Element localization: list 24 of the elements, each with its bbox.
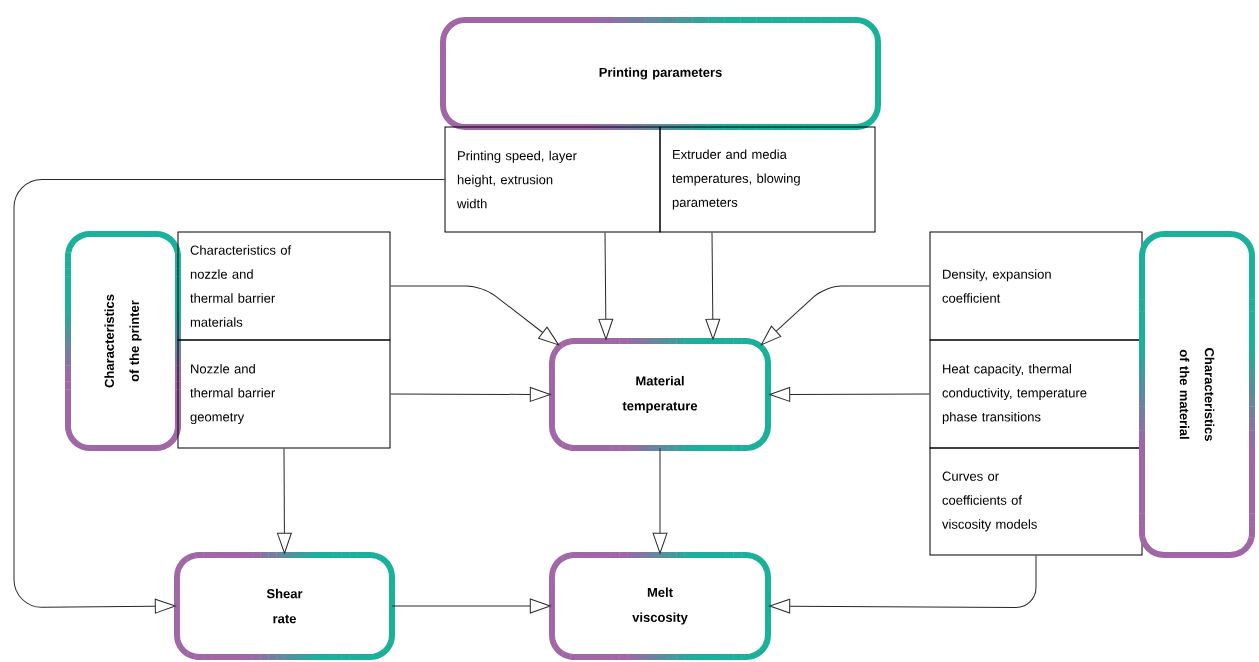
arrow: [652, 447, 668, 554]
factor-cell: Extruder and media temperatures, blowing parameters: [659, 126, 876, 233]
process-box: Printing parameters: [440, 17, 881, 130]
category-box: Characteristics of the printer: [65, 231, 181, 451]
factor-cell: Curves or coefficients of viscosity models: [929, 447, 1143, 556]
arrow: [276, 448, 292, 554]
process-box: Melt viscosity: [549, 552, 771, 660]
arrow: [705, 232, 721, 340]
arrow: [391, 598, 551, 614]
process-box: Material temperature: [549, 338, 771, 451]
factor-cell: Density, expansion coefficient: [929, 231, 1143, 341]
arrow: [769, 555, 1037, 614]
arrow: [390, 387, 551, 402]
arrow: [760, 285, 930, 346]
factor-cell: Printing speed, layer height, extrusion width: [444, 126, 661, 233]
arrow: [13, 179, 445, 614]
category-box: Characteristics of the material: [1139, 231, 1255, 558]
factor-cell: Characteristics of nozzle and thermal barrier materials: [177, 231, 391, 341]
factor-cell: Heat capacity, thermal conductivity, temperature phase transitions: [929, 339, 1143, 449]
arrow: [598, 232, 614, 340]
process-box: Shear rate: [174, 552, 395, 660]
arrow: [769, 387, 930, 402]
factor-cell: Nozzle and thermal barrier geometry: [177, 339, 391, 449]
arrow: [390, 285, 560, 346]
